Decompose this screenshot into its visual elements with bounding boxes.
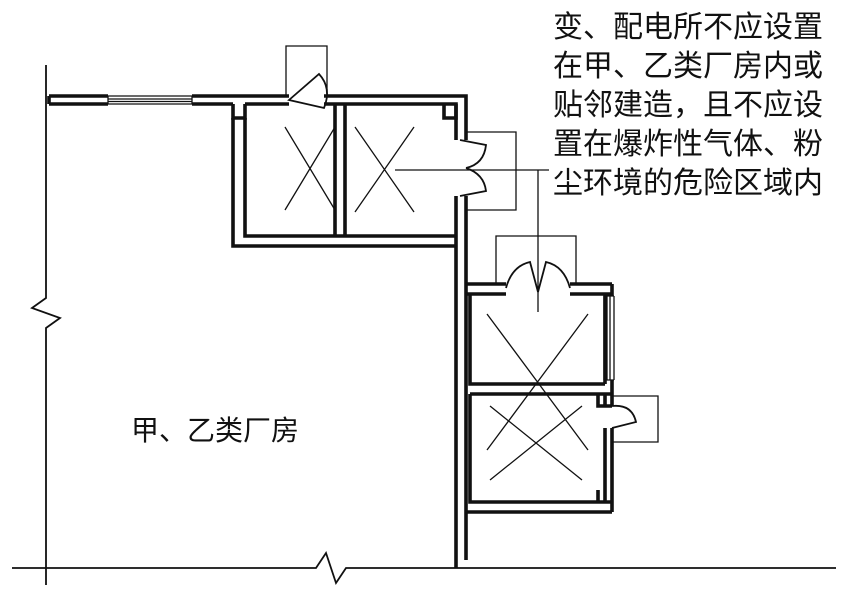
ground-line (12, 550, 836, 586)
lower-column-stubs (596, 394, 612, 502)
annotation-line-1: 变、配电所不应设置 (553, 10, 823, 45)
top-wall-right (192, 94, 289, 106)
upper-block-walls (231, 94, 468, 568)
annotation-text: 变、配电所不应设置 在甲、乙类厂房内或 贴邻建造，且不应设 置在爆炸性气体、粉 … (553, 8, 823, 203)
room-label: 甲、乙类厂房 (131, 414, 300, 447)
window-top (107, 95, 193, 105)
x-mark-room-1 (284, 126, 336, 211)
annotation-line-5: 尘环境的危险区域内 (553, 166, 823, 201)
annotation-line-3: 贴邻建造，且不应设 (553, 88, 823, 123)
right-door-frame (466, 131, 517, 211)
lower-door-swing-right (537, 260, 571, 293)
side-door-swing (611, 404, 638, 429)
annotation-line-4: 置在爆炸性气体、粉 (553, 127, 823, 162)
top-wall-left (47, 94, 108, 106)
lower-door-frame (495, 235, 577, 284)
column-stub-left (231, 104, 247, 120)
top-door-swing (287, 72, 328, 110)
right-door-swing-lower (459, 167, 487, 197)
x-mark-room-3 (486, 313, 589, 451)
lower-door-swing-left (505, 260, 539, 293)
window-right (603, 295, 615, 381)
side-door-frame (612, 395, 659, 443)
x-mark-room-4 (489, 405, 583, 481)
lower-block-walls (466, 282, 614, 514)
x-mark-room-2 (354, 126, 415, 213)
annotation-line-2: 在甲、乙类厂房内或 (553, 49, 823, 84)
right-door-swing-upper (459, 139, 487, 169)
left-boundary-line (30, 65, 62, 585)
top-door-frame (285, 45, 328, 96)
